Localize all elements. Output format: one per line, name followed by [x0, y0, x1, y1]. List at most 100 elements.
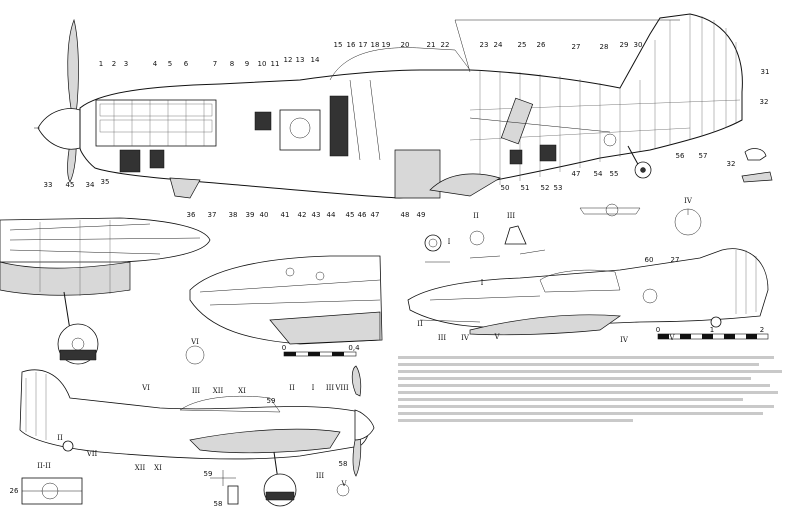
callout-number: 32 [760, 98, 769, 106]
callout-number: 34 [86, 181, 95, 189]
section-marker: III [192, 387, 201, 395]
callout-number: 43 [312, 211, 321, 219]
cockpit-equipment [254, 79, 381, 161]
callout-number: 37 [208, 211, 217, 219]
callout-number: 21 [427, 41, 436, 49]
scale-label: 0,4 [348, 344, 360, 352]
callout-number: 58 [339, 460, 348, 468]
callout-number: 1 [99, 60, 103, 68]
callout-number: 26 [537, 41, 546, 49]
wing-root [429, 173, 501, 197]
callout-number: 57 [699, 152, 708, 160]
tail-wheel [627, 145, 652, 179]
callout-number: 28 [600, 43, 609, 51]
callout-number: 32 [727, 160, 736, 168]
callout-number: 5 [168, 60, 172, 68]
callout-number: 46 [358, 211, 367, 219]
section-marker: II [289, 384, 295, 392]
callout-number: 51 [521, 184, 530, 192]
callout-number: 55 [610, 170, 619, 178]
section-marker: VI [190, 338, 199, 346]
canopy-right [539, 269, 621, 293]
section-marker: II [57, 434, 63, 442]
callout-number: 18 [371, 41, 380, 49]
section-marker: III [507, 212, 516, 220]
spinner [37, 108, 81, 150]
cutaway-side-view [34, 13, 773, 263]
scale-label: 1 [710, 326, 714, 334]
callout-number: 49 [417, 211, 426, 219]
engine-block [95, 99, 217, 173]
callout-number: 25 [518, 41, 527, 49]
section-marker: II [473, 212, 479, 220]
callout-number: 60 [645, 256, 654, 264]
detail-32-tailwheel-parts [741, 148, 773, 183]
callout-number: 4 [153, 60, 158, 68]
callout-number: 41 [281, 211, 290, 219]
callout-number: 3 [124, 60, 128, 68]
callout-number: 23 [480, 41, 489, 49]
details-58-59 [210, 470, 350, 505]
callout-number: 8 [230, 60, 234, 68]
callout-number: 12 [284, 56, 293, 64]
fuselage-outline [79, 13, 743, 199]
side-profile-view [407, 248, 769, 340]
section-marker: VIII [334, 384, 349, 392]
canopy-bottom [179, 395, 281, 413]
callout-number: 33 [44, 181, 53, 189]
section-marker: IV [461, 334, 470, 342]
section-ii-ii-detail [21, 477, 83, 505]
callout-number: 39 [246, 211, 255, 219]
section-marker: XI [154, 464, 162, 472]
scale-label: 0 [282, 344, 286, 352]
section-marker: XII [213, 387, 224, 395]
callout-number: 47 [572, 170, 581, 178]
callout-number: 48 [401, 211, 410, 219]
callout-number: 24 [494, 41, 503, 49]
nose-rivet-lines [39, 220, 111, 296]
callout-number: 59 [204, 470, 213, 478]
section-marker: XI [238, 387, 246, 395]
callout-number: 11 [271, 60, 280, 68]
callout-number: 50 [501, 184, 510, 192]
callout-number: 54 [594, 170, 603, 178]
callout-number: 26 [10, 487, 19, 495]
callout-number: 59 [267, 397, 276, 405]
callout-number: 56 [676, 152, 685, 160]
section-marker: I [448, 238, 451, 246]
callout-number: 31 [761, 68, 770, 76]
caption-text-block [398, 352, 790, 482]
propeller-blade-upper [67, 18, 79, 116]
section-marker: V [493, 333, 500, 341]
rear-equipment [469, 97, 617, 165]
wing-bottom [189, 428, 341, 454]
section-marker: V [340, 480, 347, 488]
mirrored-profile-view [19, 365, 375, 507]
scale-label: 2 [760, 326, 764, 334]
callout-number: 53 [554, 184, 563, 192]
detail-small-views [424, 203, 702, 263]
section-marker: IV [620, 336, 629, 344]
scale-bar-labels: 0 0,4 0 1 2 [282, 326, 764, 352]
callout-number: 45 [66, 181, 75, 189]
section-marker: V [668, 334, 675, 342]
canopy [329, 47, 471, 81]
scale-bar-2 [657, 333, 769, 340]
scale-bar-1 [283, 351, 357, 357]
wing-right [469, 314, 621, 336]
callout-number: 35 [101, 178, 110, 186]
callout-number: 20 [401, 41, 410, 49]
callout-number: 2 [112, 60, 116, 68]
callout-number: 52 [541, 184, 550, 192]
callout-number: 17 [359, 41, 368, 49]
section-marker: I [481, 279, 484, 287]
callout-number: 10 [258, 60, 267, 68]
section-marker: III [326, 384, 335, 392]
callout-number: 47 [371, 211, 380, 219]
scale-label: 0 [656, 326, 660, 334]
rudder-ribs [654, 14, 737, 148]
callout-number: 22 [441, 41, 450, 49]
rudder-right-ribs [735, 250, 757, 314]
